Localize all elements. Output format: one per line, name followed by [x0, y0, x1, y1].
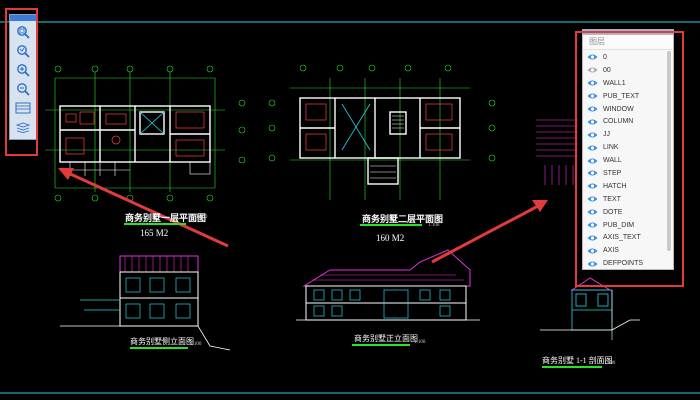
eye-icon[interactable] — [587, 92, 598, 100]
layer-row[interactable]: 00 — [583, 64, 667, 77]
layer-row[interactable]: DOTE — [583, 206, 667, 219]
side-elevation — [60, 255, 231, 351]
layer-row[interactable]: AXIS_TEXT — [583, 231, 667, 244]
layer-row[interactable]: COLUMN — [583, 115, 667, 128]
layer-name: STEP — [603, 169, 622, 177]
eye-icon[interactable] — [587, 169, 598, 177]
floor-plan-2 — [268, 64, 496, 200]
section-scale: 1:100 — [604, 361, 616, 366]
eye-icon[interactable] — [587, 247, 598, 255]
floor1-title: 商务别墅一层平面图 — [125, 213, 207, 223]
toolbar-highlight-box — [5, 8, 38, 156]
pan-icon — [15, 102, 31, 113]
floor2-title: 商务别墅二层平面图 — [362, 214, 444, 224]
layer-row[interactable]: WINDOW — [583, 103, 667, 116]
view-toolbar — [9, 14, 37, 140]
partial-plan-right — [536, 119, 578, 185]
section-title-underline — [542, 366, 602, 368]
layer-name: DOTE — [603, 208, 623, 216]
eye-icon[interactable] — [587, 260, 598, 268]
layer-row[interactable]: 0 — [583, 51, 667, 64]
side-elevation-title-underline — [130, 347, 188, 349]
floor2-scale: 1:100 — [428, 223, 440, 228]
layer-row[interactable]: PUB_TEXT — [583, 90, 667, 103]
layer-row[interactable]: TEXT — [583, 193, 667, 206]
floor2-title-underline — [360, 224, 422, 226]
layer-name: 0 — [603, 53, 607, 61]
eye-icon[interactable] — [587, 157, 598, 165]
front-elevation — [296, 249, 480, 321]
zoom-out-icon — [17, 82, 30, 96]
eye-icon[interactable] — [587, 79, 598, 87]
layer-row[interactable]: JJ — [583, 128, 667, 141]
layer-name: AXIS_TEXT — [603, 234, 641, 242]
eye-icon[interactable] — [587, 195, 598, 203]
layer-name: PUB_TEXT — [603, 92, 640, 100]
layer-name: WINDOW — [603, 105, 634, 113]
layer-name: TEXT — [603, 195, 621, 203]
eye-icon[interactable] — [587, 208, 598, 216]
eye-icon[interactable] — [587, 221, 598, 229]
eye-icon[interactable] — [587, 234, 598, 242]
layer-name: WALL — [603, 157, 622, 165]
floor-plan-1 — [45, 65, 246, 202]
floor1-scale: 1:100 — [196, 215, 208, 220]
layer-name: WALL1 — [603, 79, 626, 87]
zoom-window-icon — [17, 44, 30, 58]
layer-row[interactable]: HATCH — [583, 180, 667, 193]
layer-row[interactable]: LINK — [583, 141, 667, 154]
side-elevation-title: 商务别墅侧立面图 — [130, 337, 194, 346]
floor1-area: 165 M2 — [140, 228, 169, 238]
layer-row[interactable]: WALL — [583, 154, 667, 167]
layer-name: DEFPOINTS — [603, 260, 644, 268]
eye-hidden-icon[interactable] — [587, 66, 598, 74]
front-elevation-title-underline — [352, 344, 410, 346]
annotation-arrow-right — [431, 200, 548, 264]
section-1-1 — [540, 277, 640, 340]
eye-icon[interactable] — [587, 118, 598, 126]
layer-name: 00 — [603, 66, 611, 74]
layer-row[interactable]: AXIS — [583, 244, 667, 257]
layer-name: JJ — [603, 131, 610, 139]
floor1-title-underline — [124, 223, 186, 225]
zoom-window-button[interactable] — [13, 42, 33, 59]
zoom-extents-icon — [17, 25, 30, 39]
eye-icon[interactable] — [587, 182, 598, 190]
zoom-out-button[interactable] — [13, 80, 33, 97]
eye-icon[interactable] — [587, 53, 598, 61]
toolbar-handle[interactable] — [10, 15, 36, 21]
layer-row[interactable]: WALL1 — [583, 77, 667, 90]
pan-button[interactable] — [13, 99, 33, 116]
layer-name: HATCH — [603, 182, 627, 190]
layer-row[interactable]: STEP — [583, 167, 667, 180]
eye-icon[interactable] — [587, 105, 598, 113]
layer-name: AXIS — [603, 247, 619, 255]
layer-row[interactable]: DEFPOINTS — [583, 257, 667, 270]
side-elevation-scale: 1:100 — [190, 342, 202, 347]
layer-row[interactable]: PUB_DIM — [583, 219, 667, 232]
layer-name: COLUMN — [603, 118, 634, 126]
zoom-in-icon — [17, 63, 30, 77]
eye-icon[interactable] — [587, 144, 598, 152]
floor2-area: 160 M2 — [376, 233, 405, 243]
layer-panel-highlight-box — [575, 31, 684, 287]
layers-button[interactable] — [13, 118, 33, 135]
layers-icon — [15, 122, 31, 133]
layer-name: PUB_DIM — [603, 221, 635, 229]
zoom-in-button[interactable] — [13, 61, 33, 78]
layer-panel-title: 图层 — [583, 35, 673, 50]
annotation-arrow-left — [58, 168, 229, 248]
front-elevation-scale: 1:100 — [414, 340, 426, 345]
zoom-extents-button[interactable] — [13, 23, 33, 40]
front-elevation-title: 商务别墅正立面图 — [354, 334, 418, 343]
section-title: 商务别墅 1-1 剖面图 — [542, 356, 613, 365]
layer-name: LINK — [603, 144, 619, 152]
layer-panel-scrollbar[interactable] — [667, 51, 671, 251]
eye-icon[interactable] — [587, 131, 598, 139]
